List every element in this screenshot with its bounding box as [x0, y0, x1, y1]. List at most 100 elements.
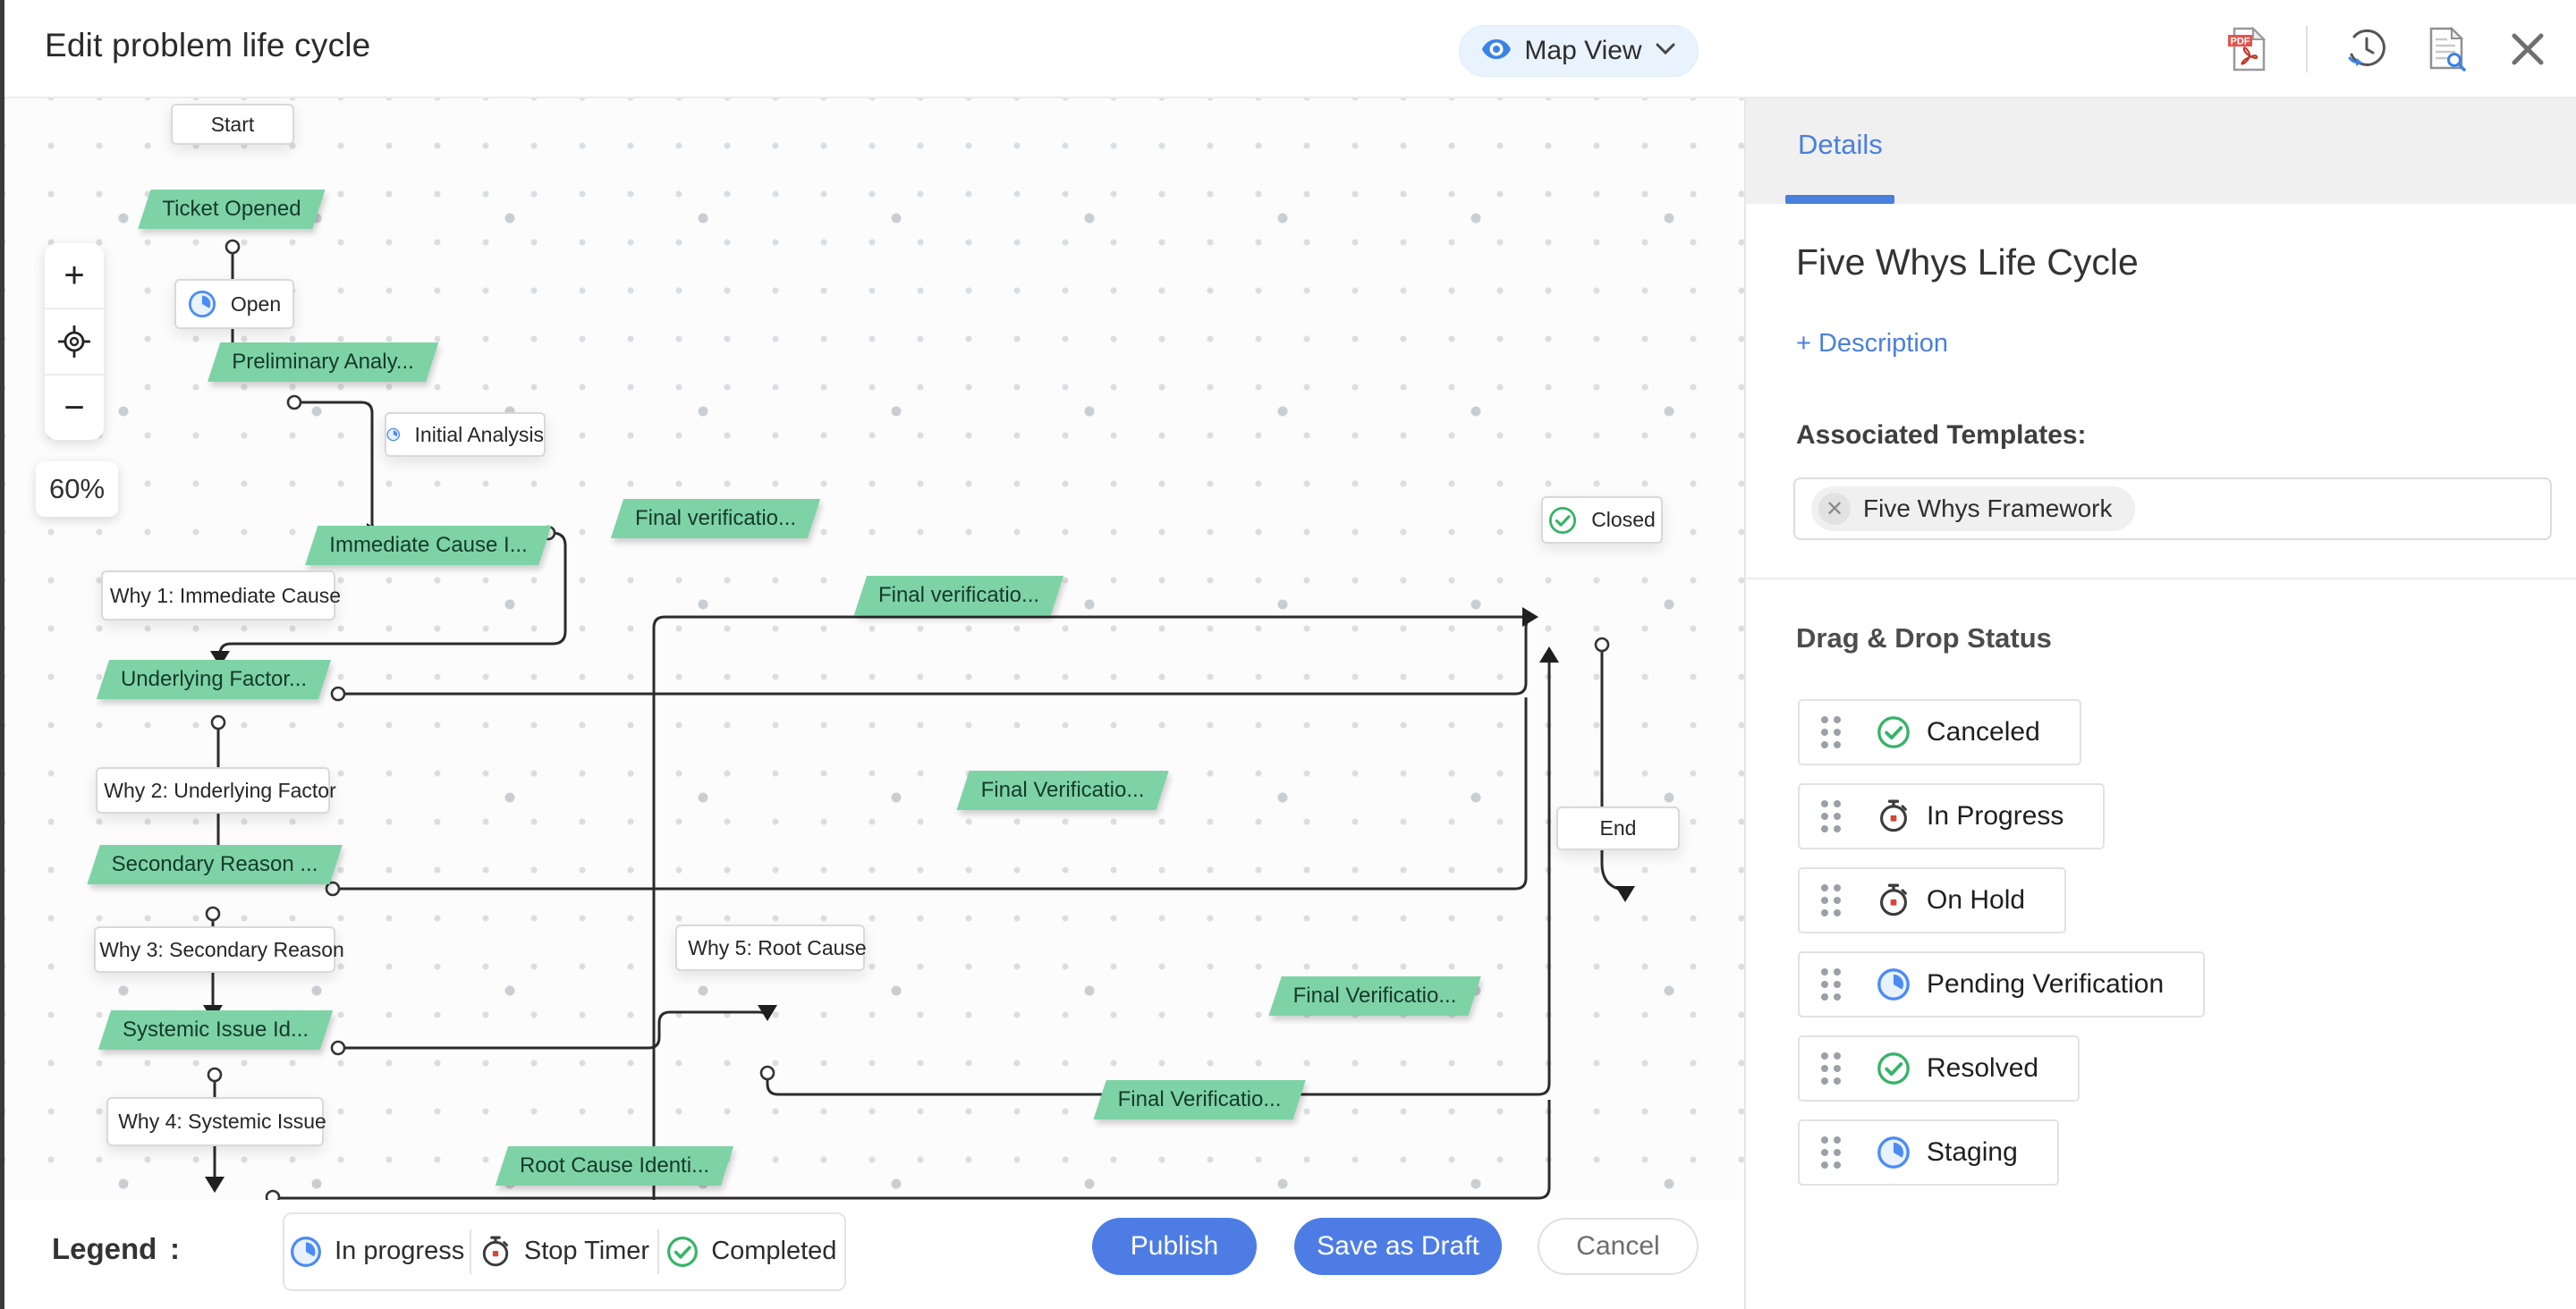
document-search-icon[interactable]: [2426, 27, 2469, 72]
transition-label[interactable]: Systemic Issue Id...: [97, 1010, 334, 1050]
transition-label[interactable]: Final verificatio...: [610, 499, 821, 538]
map-view-toggle[interactable]: Map View: [1459, 25, 1699, 77]
map-view-label: Map View: [1524, 36, 1642, 65]
zoom-controls: + −: [45, 243, 104, 440]
status-card-staging[interactable]: Staging: [1798, 1119, 2059, 1186]
completed-check-icon: [1877, 716, 1910, 748]
node-label: Start: [210, 112, 255, 136]
node-why2[interactable]: Why 2: Underlying Factor: [96, 767, 336, 814]
edge-port: [286, 394, 302, 410]
locate-target-icon[interactable]: [45, 308, 104, 374]
legend-item: Completed: [657, 1229, 844, 1275]
flow-edge: [336, 697, 1528, 891]
stop-timer-icon: [1880, 883, 1907, 916]
transition-label[interactable]: Root Cause Identi...: [495, 1146, 734, 1186]
pdf-export-icon[interactable]: PDF: [2225, 27, 2268, 72]
node-why1[interactable]: Why 1: Immediate Cause: [101, 570, 341, 621]
flow-edge: [299, 401, 380, 535]
details-panel: Details Five Whys Life Cycle + Descripti…: [1744, 98, 2576, 1309]
edge-port: [210, 714, 226, 731]
node-end[interactable]: End: [1556, 807, 1680, 850]
transition-label[interactable]: Final verificatio...: [853, 576, 1064, 615]
drag-handle-icon[interactable]: [1821, 1052, 1841, 1085]
underlay-edge: [0, 0, 4, 1309]
stop-timer-icon: [1880, 799, 1907, 832]
template-chip[interactable]: ✕ Five Whys Framework: [1811, 486, 2136, 531]
flow-edge: [652, 615, 1524, 1200]
in-progress-pie-icon: [1877, 968, 1910, 1001]
status-card-pending-verification[interactable]: Pending Verification: [1798, 951, 2206, 1018]
status-card-in-progress[interactable]: In Progress: [1798, 783, 2106, 849]
cancel-button[interactable]: Cancel: [1538, 1218, 1699, 1275]
node-why5[interactable]: Why 5: Root Cause: [675, 925, 867, 971]
node-label: Initial Analysis: [414, 422, 544, 446]
drag-handle-icon[interactable]: [1821, 800, 1841, 832]
transition-label[interactable]: Underlying Factor...: [96, 660, 332, 699]
status-card-on-hold[interactable]: On Hold: [1798, 867, 2067, 933]
node-label: Why 2: Underlying Factor: [104, 778, 336, 802]
status-card-canceled[interactable]: Canceled: [1798, 699, 2081, 765]
tab-details[interactable]: Details: [1798, 129, 1883, 160]
transition-label[interactable]: Final Verificatio...: [1268, 976, 1481, 1016]
legend-item-label: Completed: [711, 1237, 837, 1266]
flow-edge: [1600, 648, 1627, 899]
node-why4[interactable]: Why 4: Systemic Issue: [106, 1097, 326, 1146]
status-card-resolved[interactable]: Resolved: [1798, 1035, 2080, 1102]
active-tab-underline: [1785, 195, 1894, 204]
edge-port: [325, 881, 341, 897]
zoom-in-button[interactable]: +: [64, 255, 85, 295]
transition-label[interactable]: Immediate Cause I...: [305, 526, 552, 565]
edge-port: [207, 1067, 223, 1083]
header-divider: [2306, 26, 2308, 72]
node-why3[interactable]: Why 3: Secondary Reason: [94, 926, 344, 973]
drag-handle-icon[interactable]: [1821, 1136, 1841, 1169]
edge-port: [1594, 637, 1610, 653]
drag-handle-icon[interactable]: [1821, 968, 1841, 1001]
flow-edge: [342, 1010, 769, 1050]
transition-label[interactable]: Secondary Reason ...: [87, 845, 343, 884]
completed-check-icon: [1877, 1052, 1910, 1085]
node-label: End: [1599, 816, 1637, 840]
transition-label[interactable]: Ticket Opened: [138, 190, 326, 229]
panel-divider: [1746, 578, 2576, 579]
drag-handle-icon[interactable]: [1821, 884, 1841, 916]
save-as-draft-button[interactable]: Save as Draft: [1294, 1218, 1502, 1275]
edge-port: [759, 1065, 775, 1081]
flow-edge: [342, 615, 1536, 696]
status-label: Staging: [1927, 1137, 2018, 1167]
legend-item: Stop Timer: [470, 1229, 657, 1275]
node-label: Why 5: Root Cause: [688, 935, 867, 959]
node-start[interactable]: Start: [171, 104, 294, 145]
node-closed[interactable]: Closed: [1541, 496, 1663, 544]
flow-edge: [278, 1100, 1551, 1200]
version-history-icon[interactable]: [2345, 28, 2388, 71]
legend-item-label: In progress: [335, 1237, 465, 1266]
header-bar: Edit problem life cycle Map View PDF: [0, 0, 2576, 98]
add-description-link[interactable]: + Description: [1796, 329, 1949, 358]
associated-templates-label: Associated Templates:: [1796, 420, 2087, 450]
associated-templates-input[interactable]: ✕ Five Whys Framework: [1793, 477, 2552, 540]
transition-label[interactable]: Preliminary Analy...: [208, 342, 438, 382]
publish-button[interactable]: Publish: [1092, 1218, 1257, 1275]
node-open[interactable]: Open: [174, 279, 294, 329]
status-label: Canceled: [1927, 717, 2040, 747]
status-label: Resolved: [1927, 1053, 2039, 1083]
node-initial[interactable]: Initial Analysis: [385, 412, 546, 457]
close-icon[interactable]: [2506, 28, 2549, 71]
in-progress-pie-icon: [1877, 1136, 1910, 1169]
transition-label[interactable]: Final Verificatio...: [1093, 1080, 1306, 1119]
zoom-out-button[interactable]: −: [45, 374, 104, 440]
drag-handle-icon[interactable]: [1821, 716, 1841, 748]
in-progress-pie-icon: [386, 427, 401, 442]
edge-port: [265, 1189, 281, 1200]
transition-label[interactable]: Final Verificatio...: [956, 771, 1169, 810]
remove-chip-icon[interactable]: ✕: [1818, 493, 1851, 525]
edge-port: [330, 686, 346, 702]
edge-port: [205, 906, 221, 922]
zoom-level-indicator: 60%: [36, 461, 118, 517]
legend-item: In progress: [284, 1229, 470, 1274]
